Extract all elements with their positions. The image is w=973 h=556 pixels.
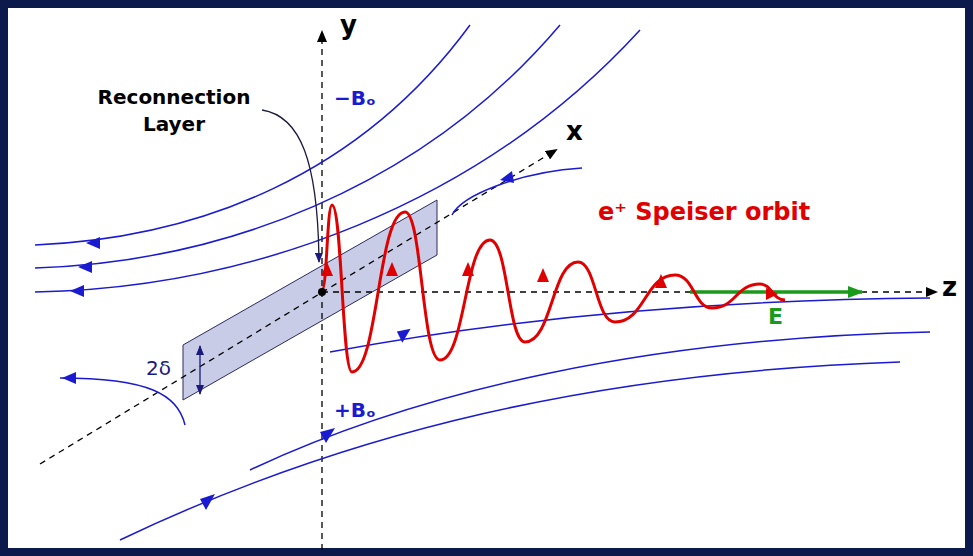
orbit-arrow [462, 262, 474, 276]
layer-label: Reconnection Layer [86, 84, 262, 138]
field-arrow [397, 329, 413, 344]
axis-label: y [340, 10, 357, 41]
speiser-orbit [322, 205, 785, 372]
orbit-arrow [537, 268, 549, 282]
field-arrow [500, 171, 514, 183]
orbit-arrow [655, 274, 667, 288]
field-arrow [78, 261, 92, 273]
field-label: +Bₒ [334, 398, 376, 422]
field-arrows-upper [62, 171, 514, 384]
field-line [330, 298, 930, 352]
thickness-arrow [199, 346, 200, 394]
orbit-label: e⁺ Speiser orbit [598, 198, 810, 227]
z-axis [322, 291, 936, 292]
field-arrow [320, 428, 335, 443]
field-arrow [70, 285, 84, 297]
field-arrow [86, 237, 100, 249]
field-line [452, 168, 582, 215]
reconnection-layer [183, 200, 437, 400]
origin-dot [318, 288, 326, 296]
x-axis [40, 150, 556, 464]
thickness-label: 2δ [146, 356, 171, 380]
axis-label: x [566, 116, 583, 147]
field-arrow [62, 372, 76, 384]
orbit-arrows [321, 262, 778, 300]
orbit-arrow [386, 262, 398, 276]
field-line [120, 362, 900, 540]
axis-label: z [942, 272, 957, 303]
field-vector-label: E [768, 304, 783, 330]
field-arrows-lower [200, 329, 413, 510]
field-arrow [200, 494, 215, 510]
orbit-arrow [321, 262, 333, 276]
field-line [35, 25, 560, 268]
panel [8, 8, 965, 548]
field-line [35, 30, 640, 292]
field-line [60, 378, 185, 425]
orbit-arrow [766, 288, 778, 300]
field-label: −Bₒ [334, 86, 376, 110]
field-lines-lower [120, 298, 930, 540]
leader-arrow [262, 110, 319, 262]
